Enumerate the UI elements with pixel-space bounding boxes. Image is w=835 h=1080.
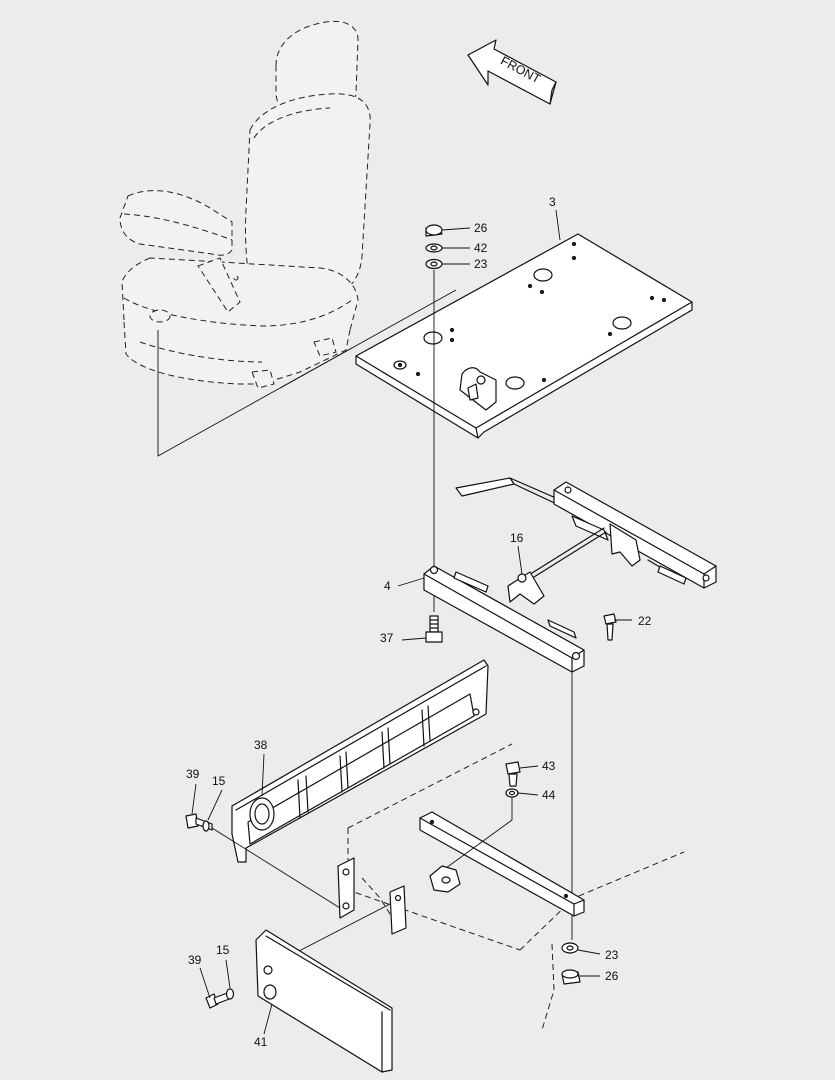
bolt-37 [425, 615, 443, 643]
front-direction-arrow: FRONT [467, 39, 557, 105]
operator-seat [119, 20, 371, 389]
callout-38: 38 [254, 738, 268, 752]
callout-15-bottom: 15 [216, 943, 230, 957]
bolt-39-upper [185, 813, 213, 832]
callout-42: 42 [474, 241, 488, 255]
callout-labels: 26 42 23 3 16 4 37 22 38 39 15 43 44 23 … [186, 195, 652, 1049]
hardware-stack-top [425, 224, 443, 270]
callout-37: 37 [380, 631, 394, 645]
callout-44: 44 [542, 788, 556, 802]
callout-16: 16 [510, 531, 524, 545]
callout-39-bottom: 39 [188, 953, 202, 967]
floor-bracket [419, 811, 585, 917]
slide-rail-front [423, 565, 585, 673]
cover-guide-line [211, 827, 341, 909]
callout-23-bottom: 23 [605, 948, 619, 962]
callout-43: 43 [542, 759, 556, 773]
side-cover-38 [231, 659, 489, 863]
release-cable [523, 527, 605, 579]
callout-41: 41 [254, 1035, 268, 1049]
bolt-43 [505, 761, 521, 798]
seat-mount-guide-lines [157, 289, 457, 457]
bolt-43-guide [445, 797, 513, 869]
release-cable-inner [525, 531, 607, 583]
callout-23-top: 23 [474, 257, 488, 271]
bolt-22 [603, 613, 617, 641]
callout-26-top: 26 [474, 221, 488, 235]
side-cover-41 [255, 929, 393, 1073]
callout-4: 4 [384, 579, 391, 593]
floor-nut-plate [429, 865, 461, 893]
callout-39-top: 39 [186, 767, 200, 781]
hardware-lower [561, 942, 581, 985]
callout-leaders [191, 209, 632, 1035]
seat-mounting-plate [355, 233, 693, 439]
callout-22: 22 [638, 614, 652, 628]
callout-26-bottom: 26 [605, 969, 619, 983]
cab-floor-phantom [347, 743, 685, 1031]
mount-tabs [337, 857, 407, 935]
callout-15-top: 15 [212, 774, 226, 788]
bolt-39-lower [205, 988, 235, 1009]
callout-3: 3 [549, 195, 556, 209]
slide-rail-rear [455, 477, 717, 589]
